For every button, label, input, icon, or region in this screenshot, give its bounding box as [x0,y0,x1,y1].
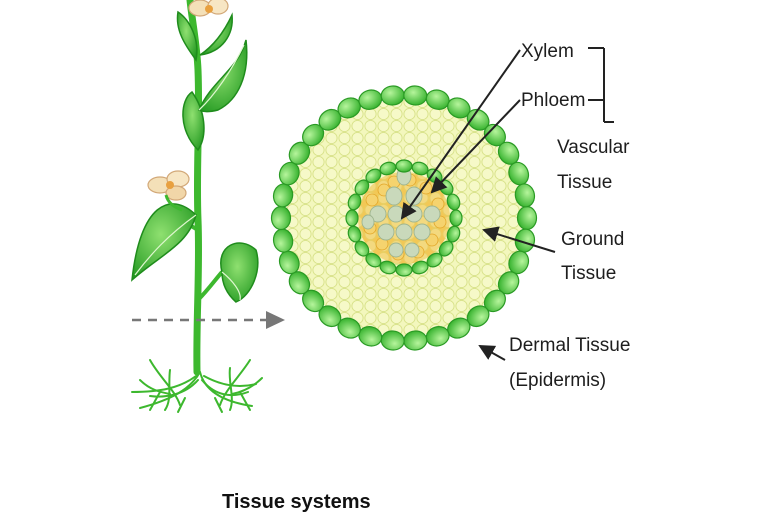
label-dermal-line1: Dermal Tissue [509,335,630,356]
label-ground-line1: Ground [561,229,624,250]
plant-leaves [131,10,259,303]
section-dashed-arrow [132,311,285,329]
plant-illustration [131,0,263,413]
label-phloem: Phloem [521,90,585,111]
vascular-bracket [588,47,614,123]
cambium-cell [395,263,413,277]
label-vascular-line1: Vascular [557,137,630,158]
cambium-cell [446,193,461,211]
vascular-cambium-ring [345,159,463,277]
label-vascular-line2: Tissue [557,172,612,193]
cambium-cell [395,159,413,173]
plant-flowers [147,0,229,212]
figure-caption: Tissue systems [222,491,371,512]
cambium-cell [345,209,359,227]
xylem-cells [361,166,441,258]
label-xylem: Xylem [521,41,574,62]
epidermis-cell [270,205,292,231]
label-ground-line2: Tissue [561,263,616,284]
cambium-cell [449,209,463,227]
label-pointers [400,49,556,361]
epidermis-cell [516,205,538,231]
plant-roots [131,359,263,413]
epidermis-ring [270,85,538,351]
epidermis-cell [514,183,536,208]
label-dermal-line2: (Epidermis) [509,370,606,391]
